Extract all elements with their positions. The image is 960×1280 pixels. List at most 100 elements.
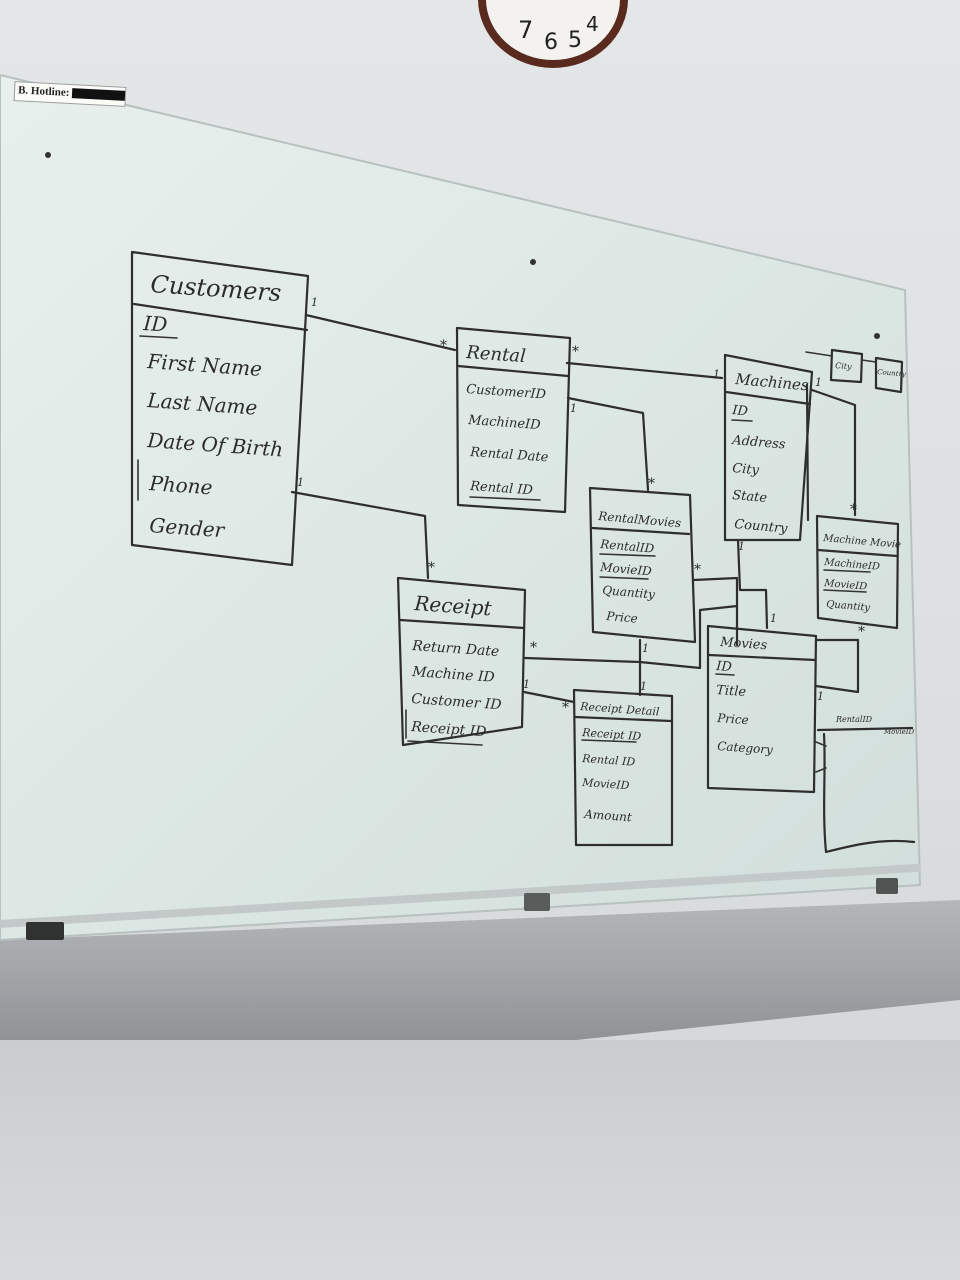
relationship-lines: [290, 313, 860, 704]
pk-underline: [731, 419, 753, 422]
entity-divider: [724, 390, 812, 406]
entity-field: Rental Date: [469, 445, 549, 466]
mult-one: 1: [642, 642, 649, 655]
entity-field: Price: [716, 711, 749, 727]
whiteboard-surface: [0, 73, 922, 942]
entity-box: [874, 356, 904, 394]
clock-numeral-7: 7: [518, 16, 534, 44]
entity-field: Price: [605, 609, 639, 626]
mult-many: *: [648, 476, 655, 492]
mult-one: 1: [713, 368, 720, 381]
entity-field: Gender: [149, 513, 227, 542]
mult-many: *: [440, 338, 447, 354]
entity-machine-movie: Machine Movie MachineID MovieID Quantity: [815, 514, 901, 630]
mult-one: 1: [523, 678, 530, 691]
entity-title: Country: [877, 368, 907, 379]
entity-box: [588, 486, 697, 644]
entity-divider: [590, 526, 691, 536]
entity-receipt-detail: Receipt Detail Receipt ID Rental ID Movi…: [572, 688, 674, 847]
entity-divider: [573, 715, 673, 723]
mult-one: 1: [815, 376, 822, 389]
pk-underline: [715, 673, 735, 676]
rel-rental-rentalmovies: [566, 396, 650, 492]
entity-field: CustomerID: [466, 382, 547, 403]
entity-divider: [456, 364, 570, 378]
entity-field: RentalID: [599, 537, 655, 556]
rel-machines-movies: [736, 538, 769, 630]
pk-underline: [407, 740, 483, 746]
mult-one: 1: [297, 476, 304, 489]
entity-field: ID: [142, 311, 169, 337]
entity-field: Customer ID: [411, 691, 502, 713]
entity-field: MovieID: [581, 776, 630, 792]
entity-divider: [816, 548, 899, 558]
entity-field: Machine ID: [411, 664, 495, 686]
mult-one: 1: [738, 540, 745, 553]
rel-city-country: [805, 351, 877, 363]
mult-one: 1: [817, 690, 824, 703]
mult-many: *: [428, 560, 435, 576]
entity-field: Country: [734, 517, 789, 537]
entity-field: MovieID: [599, 560, 653, 579]
rel-receipt-machines: [523, 656, 642, 664]
mult-one: 1: [570, 402, 577, 415]
entity-field: MachineID: [467, 413, 542, 433]
hotline-text: B. Hotline:: [17, 84, 70, 99]
entity-title: Rental: [465, 342, 527, 367]
redacted-number: [72, 88, 127, 102]
board-screw: [530, 259, 536, 265]
clock-numeral-6: 6: [544, 30, 558, 55]
pk-underline: [599, 576, 649, 580]
entity-field: MovieID: [883, 728, 914, 736]
clock-numeral-4: 4: [586, 12, 599, 36]
rel-receipt-movies: [638, 604, 739, 670]
entity-box: [455, 326, 572, 514]
entity-box: [572, 688, 674, 847]
entity-field: Receipt ID: [410, 719, 487, 740]
rel-machines-city: [810, 388, 857, 517]
entity-title: Receipt Detail: [579, 700, 660, 719]
board-clip-middle: [524, 893, 550, 911]
entity-field: Receipt ID: [581, 726, 642, 743]
rel-customers-rental: [304, 313, 457, 352]
entity-field: Title: [716, 683, 747, 700]
entity-box: [706, 624, 818, 794]
rel-movies-extra: [815, 741, 827, 773]
entity-title: City: [835, 361, 853, 371]
entity-field: Rental ID: [469, 479, 534, 498]
rel-customers-receipt: [290, 490, 430, 580]
board-screw: [874, 333, 880, 339]
mult-one: 1: [640, 680, 647, 693]
entity-rental: Rental CustomerID MachineID Rental Date …: [455, 326, 572, 514]
entity-machines: Machines ID Address City State Country: [723, 353, 814, 542]
entity-field: MovieID: [823, 578, 868, 593]
wall-lower: [0, 1040, 960, 1280]
mult-one: 1: [311, 296, 318, 309]
pk-underline: [823, 569, 871, 573]
entity-field: RentalID: [835, 715, 873, 724]
entity-receipt: Receipt Return Date Machine ID Customer …: [396, 576, 527, 747]
entity-box: [815, 514, 900, 630]
entity-field: Phone: [148, 471, 214, 499]
rel-movies-machinemovie: [814, 638, 860, 694]
pk-underline: [599, 553, 656, 557]
entity-field: MachineID: [823, 557, 881, 573]
rel-rental-machines: [565, 361, 724, 380]
mult-many: *: [694, 562, 701, 578]
mult-many: *: [572, 344, 579, 360]
mult-many: *: [858, 624, 865, 640]
entity-city: City: [829, 348, 864, 384]
entity-box: [816, 726, 916, 854]
entity-field: Address: [731, 433, 787, 453]
rel-rentalmovies-movies: [692, 576, 739, 647]
multiplicity-markers: 1 * * 1 1 * 1 * * 1 * 1 1 * 1 1 * 1 * 1: [297, 296, 865, 716]
entity-field: Rental ID: [581, 752, 636, 769]
entity-title: Receipt: [413, 591, 494, 620]
mult-one: 1: [770, 612, 777, 625]
pk-underline: [823, 589, 867, 593]
pk-underline: [469, 496, 541, 501]
entity-field: City: [732, 461, 761, 478]
entity-field: Category: [717, 739, 774, 757]
board-clip-right: [876, 878, 898, 894]
